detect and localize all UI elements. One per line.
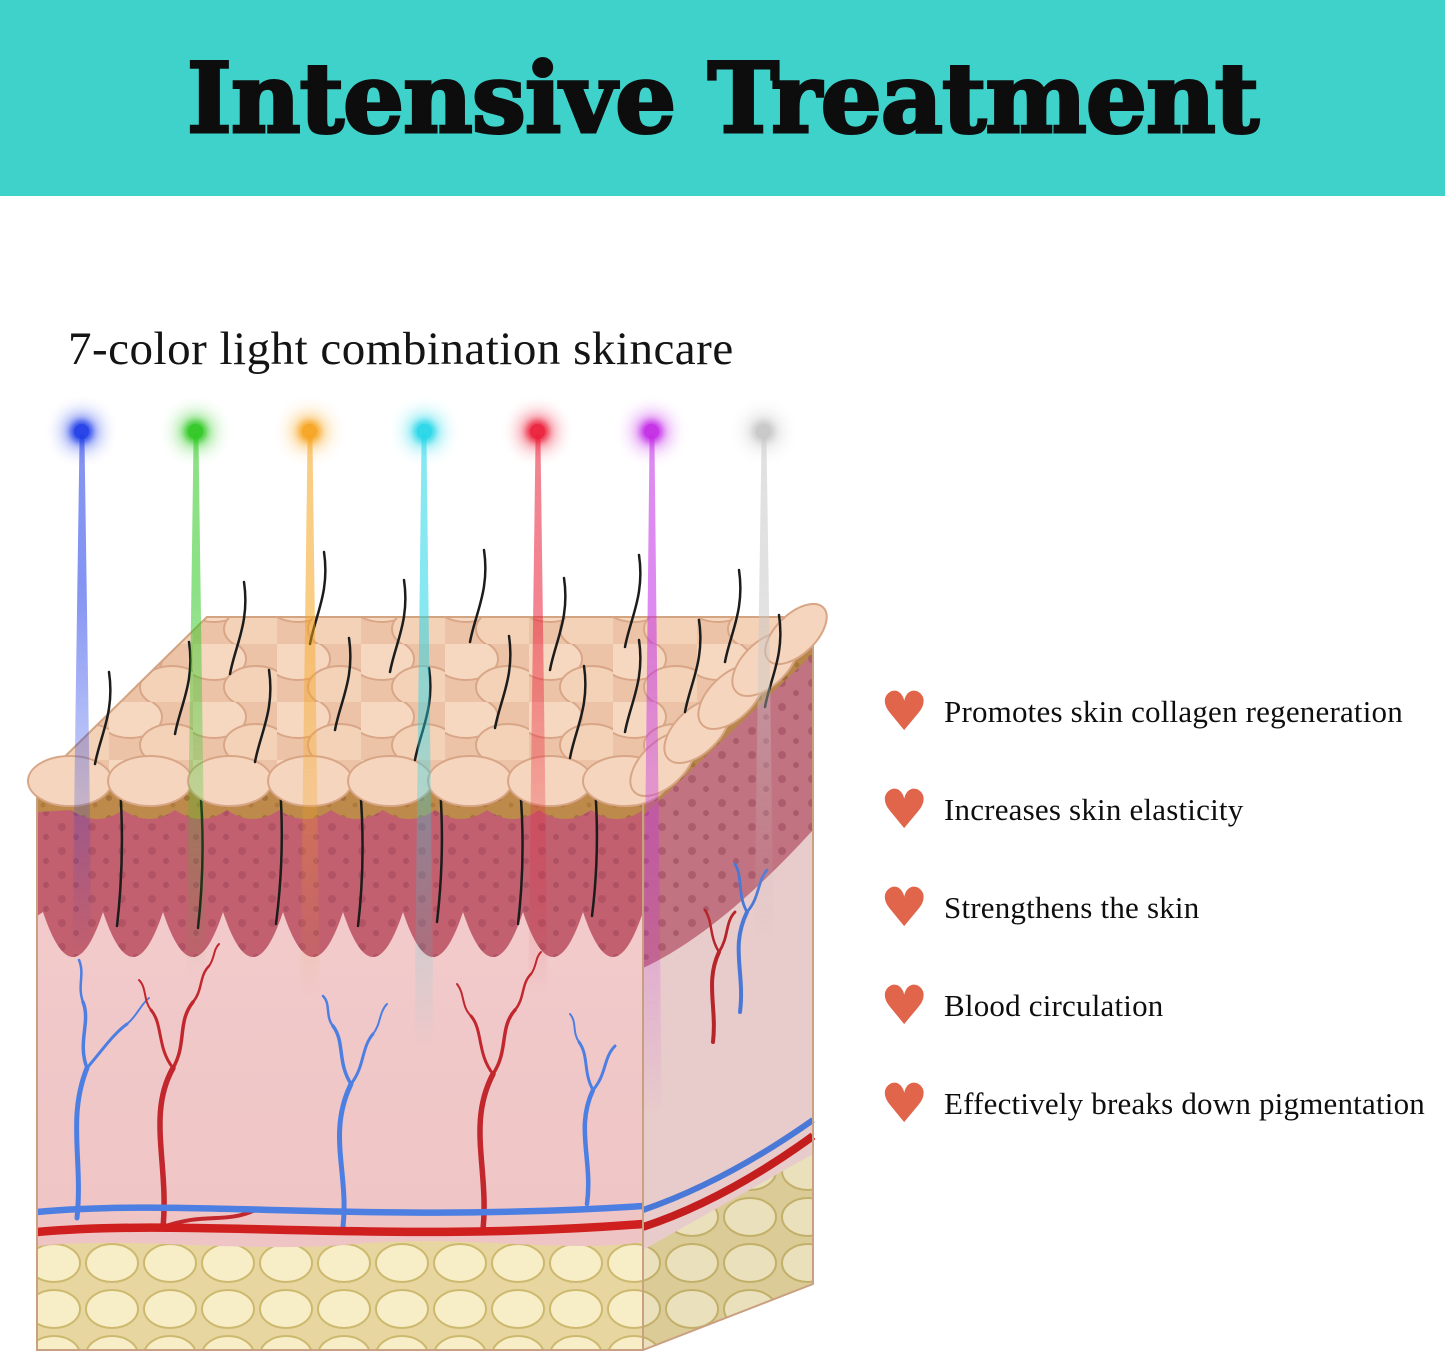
benefit-item: ♥ Effectively breaks down pigmentation <box>880 1076 1440 1132</box>
red-horizontal-vessel <box>641 1132 816 1231</box>
heart-icon: ♥ <box>880 876 929 939</box>
skin-cross-section-diagram <box>27 548 828 1351</box>
benefit-item: ♥ Promotes skin collagen regeneration <box>880 684 1440 740</box>
heart-icon: ♥ <box>880 1072 929 1135</box>
red-vessel-tree <box>703 908 737 1044</box>
red-horizontal-vessel <box>36 1219 644 1237</box>
benefit-label: Blood circulation <box>944 988 1164 1023</box>
blue-vessel-tree <box>74 958 150 1221</box>
benefit-label: Promotes skin collagen regeneration <box>944 694 1403 729</box>
benefit-label: Increases skin elasticity <box>944 792 1244 827</box>
heart-icon: ♥ <box>880 680 929 743</box>
benefit-item: ♥ Increases skin elasticity <box>880 782 1440 838</box>
benefit-item: ♥ Strengthens the skin <box>880 880 1440 936</box>
fat-layer <box>643 1154 813 1350</box>
blue-horizontal-vessel <box>642 1117 815 1213</box>
blue-horizontal-vessel <box>36 1202 644 1216</box>
benefits-list: ♥ Promotes skin collagen regeneration ♥ … <box>880 684 1440 1174</box>
diagram-subtitle: 7-color light combination skincare <box>68 323 734 375</box>
benefit-item: ♥ Blood circulation <box>880 978 1440 1034</box>
benefit-label: Strengthens the skin <box>944 890 1200 925</box>
skin-front-face <box>36 784 644 1350</box>
fat-layer <box>37 1241 643 1350</box>
heart-icon: ♥ <box>880 974 929 1037</box>
heart-icon: ♥ <box>880 778 929 841</box>
benefit-label: Effectively breaks down pigmentation <box>944 1086 1425 1121</box>
red-vessel-tree <box>138 943 257 1230</box>
blue-vessel-tree <box>569 1013 617 1207</box>
header-banner: Intensive Treatment <box>0 0 1445 196</box>
page-title: Intensive Treatment <box>185 40 1260 156</box>
